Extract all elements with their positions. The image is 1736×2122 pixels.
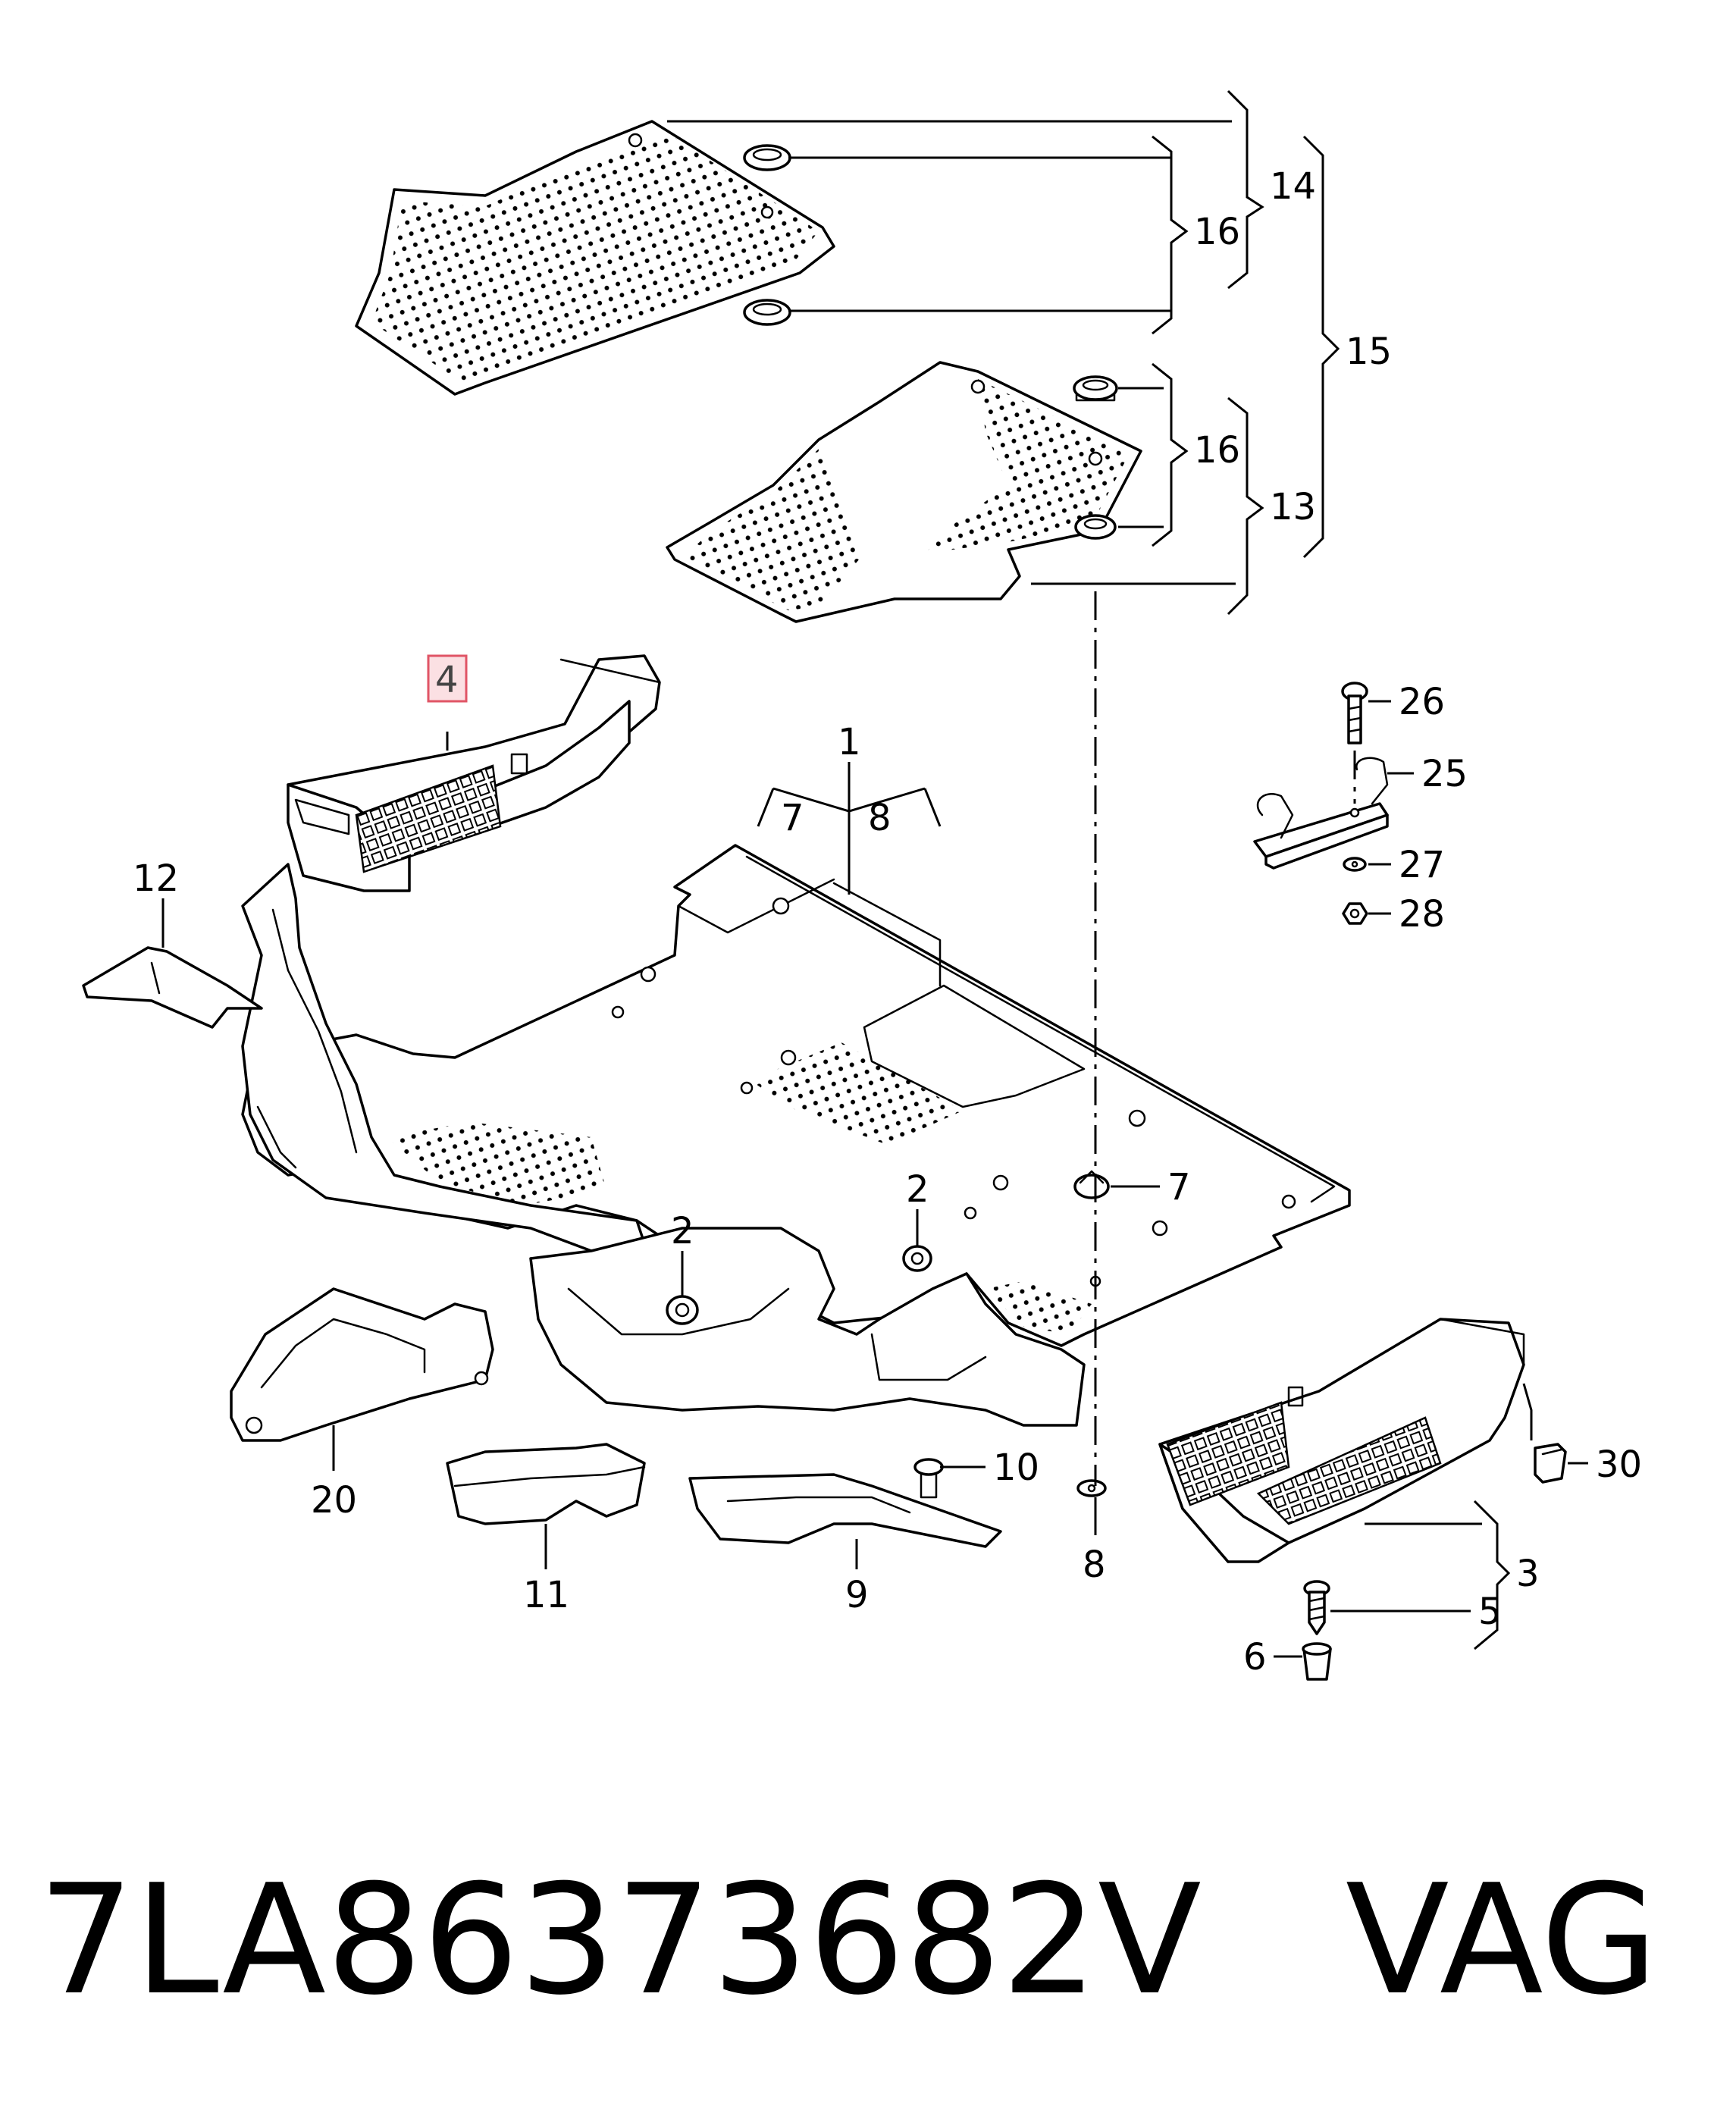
- trim-piece-9: [688, 1473, 1002, 1548]
- fastener-2-right: [902, 1245, 932, 1272]
- callout-10: 10: [993, 1447, 1039, 1489]
- clip-8-washer: [1076, 1479, 1107, 1497]
- part-number-footer: 7LA86373682V VAG: [38, 1850, 1706, 2032]
- screw-5: [1303, 1580, 1330, 1635]
- trim-piece-11: [446, 1443, 646, 1525]
- grommet-upper-pair: [743, 144, 791, 326]
- clip-30: [1534, 1443, 1567, 1484]
- callout-16-upper: 16: [1194, 211, 1240, 253]
- callout-15: 15: [1346, 331, 1392, 373]
- callout-8-top: 8: [868, 797, 892, 839]
- callout-4-highlighted[interactable]: 4: [427, 654, 468, 703]
- floor-mat-front: [355, 120, 835, 396]
- callout-13: 13: [1270, 486, 1316, 528]
- callout-25: 25: [1421, 753, 1468, 795]
- callout-26: 26: [1399, 681, 1445, 723]
- grommet-lower-pair: [1073, 375, 1118, 540]
- callout-5: 5: [1478, 1591, 1502, 1633]
- callout-6: 6: [1243, 1636, 1267, 1678]
- floor-mat-rear: [666, 361, 1142, 623]
- storage-tray-left: [287, 654, 661, 892]
- bracket-25: [1253, 757, 1389, 870]
- callout-28: 28: [1399, 893, 1445, 936]
- callout-1: 1: [838, 721, 861, 763]
- callout-9: 9: [845, 1574, 869, 1616]
- callout-14: 14: [1270, 165, 1316, 208]
- fastener-10: [913, 1458, 944, 1499]
- trim-piece-20: [230, 1287, 494, 1442]
- callout-27: 27: [1399, 844, 1445, 886]
- washer-27: [1343, 857, 1367, 872]
- storage-tray-right: [1158, 1318, 1525, 1563]
- callout-16-lower: 16: [1194, 429, 1240, 472]
- trim-piece-12: [82, 946, 263, 1029]
- callout-7-top: 7: [781, 797, 804, 839]
- callout-7-right: 7: [1167, 1166, 1191, 1208]
- leader-lines: [161, 591, 1588, 1658]
- floor-holes: [611, 897, 1296, 1287]
- fastener-2-left: [666, 1295, 699, 1325]
- callout-4: 4: [435, 659, 459, 701]
- bracket-group-14-15-16-13: [667, 89, 1340, 616]
- callout-8-bottom: 8: [1083, 1544, 1106, 1586]
- tunnel-insulation: [529, 1227, 1086, 1427]
- callout-20: 20: [311, 1479, 357, 1522]
- part-number: 7LA86373682V: [38, 1852, 1202, 2029]
- callout-labels: 14 16 15 16 13 1 7 8 12 26 25 27 28 2 7 …: [133, 165, 1642, 1678]
- clip-7-on-floor: [1073, 1170, 1110, 1199]
- brand-name: VAG: [1345, 1852, 1659, 2029]
- highlight-box: [427, 654, 468, 703]
- nut-28: [1342, 902, 1368, 925]
- callout-3: 3: [1516, 1553, 1540, 1595]
- callout-12: 12: [133, 857, 179, 900]
- callout-11: 11: [523, 1574, 569, 1616]
- callout-2-left: 2: [671, 1210, 694, 1252]
- callout-2-right: 2: [906, 1168, 929, 1211]
- callout-30: 30: [1596, 1443, 1642, 1486]
- cap-6: [1302, 1642, 1332, 1681]
- bolt-26: [1341, 682, 1368, 744]
